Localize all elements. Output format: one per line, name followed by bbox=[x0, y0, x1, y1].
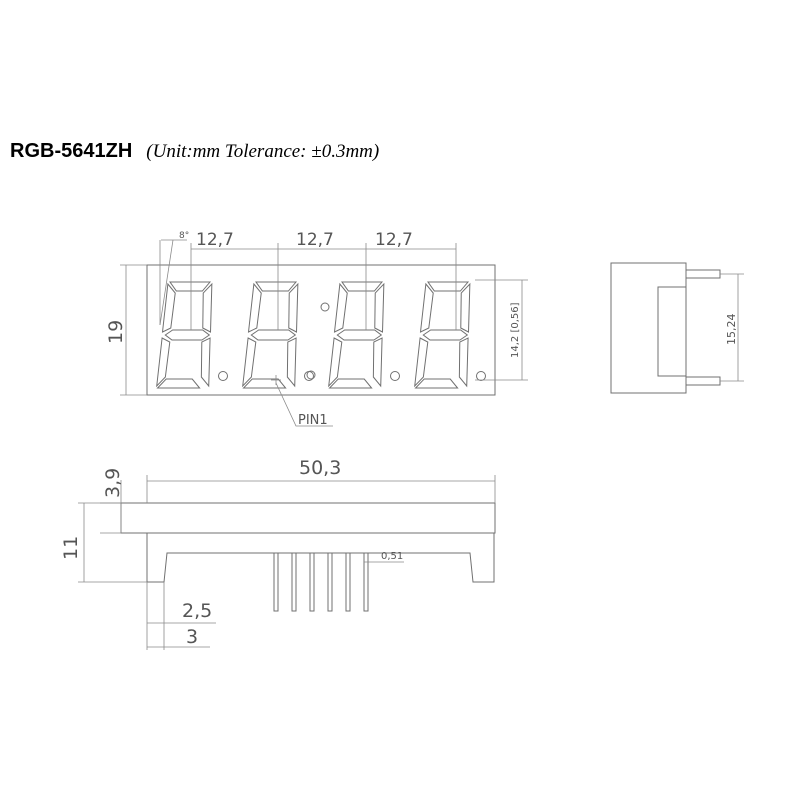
side-pin-top bbox=[685, 269, 721, 279]
colon-dot-upper bbox=[320, 302, 330, 312]
body-profile bbox=[146, 533, 495, 583]
part-number: RGB-5641ZH bbox=[10, 140, 133, 162]
segment-a bbox=[341, 281, 384, 292]
height-label: 19 bbox=[105, 320, 127, 344]
segment-a bbox=[427, 281, 470, 292]
segment-d bbox=[414, 378, 459, 389]
segment-f bbox=[247, 282, 262, 333]
pin-group bbox=[273, 552, 369, 612]
colon-dot-lower bbox=[306, 370, 316, 380]
segment-b bbox=[202, 282, 213, 333]
pin-1 bbox=[273, 552, 279, 612]
unit-note: (Unit:mm Tolerance: ±0.3mm) bbox=[146, 141, 380, 162]
segment-g bbox=[164, 329, 211, 341]
pin1-leader bbox=[275, 382, 333, 427]
pin-5 bbox=[345, 552, 351, 612]
offset-label-2: 3 bbox=[186, 626, 198, 648]
decimal-point-1 bbox=[218, 371, 228, 381]
digit-group bbox=[156, 281, 486, 389]
side-view: 15,24 bbox=[610, 262, 744, 394]
pin-row-spacing-label: 15,24 bbox=[725, 314, 738, 346]
side-pin-bottom bbox=[685, 376, 721, 386]
angle-slant-ref bbox=[159, 239, 174, 326]
thickness-label: 3,9 bbox=[102, 468, 124, 498]
segment-g bbox=[422, 329, 469, 341]
total-height-label: 11 bbox=[60, 536, 82, 560]
pin-4 bbox=[327, 552, 333, 612]
segment-c bbox=[372, 337, 383, 388]
segment-f bbox=[419, 282, 434, 333]
digit-3 bbox=[328, 281, 385, 389]
pin-width-label: 0,51 bbox=[381, 551, 403, 562]
segment-d bbox=[156, 378, 201, 389]
segment-e bbox=[242, 337, 257, 388]
title-row: RGB-5641ZH (Unit:mm Tolerance: ±0.3mm) bbox=[10, 140, 379, 163]
bottom-view: 50,3 3,9 11 0,51 2,5 3 bbox=[60, 457, 496, 650]
pin-3 bbox=[309, 552, 315, 612]
digit-2 bbox=[242, 281, 299, 389]
segment-a bbox=[255, 281, 298, 292]
decimal-point-4 bbox=[476, 371, 486, 381]
segment-e bbox=[156, 337, 171, 388]
angle-label: 8° bbox=[179, 231, 189, 241]
display-body-outline bbox=[146, 264, 496, 396]
segment-g bbox=[250, 329, 297, 341]
segment-f bbox=[333, 282, 348, 333]
pitch-label-3: 12,7 bbox=[375, 230, 413, 250]
decimal-point-3 bbox=[390, 371, 400, 381]
front-view: 12,7 12,7 12,7 8° 19 14,2 [0,56] PIN1 bbox=[105, 230, 528, 428]
segment-b bbox=[460, 282, 471, 333]
segment-d bbox=[242, 378, 287, 389]
segment-c bbox=[286, 337, 297, 388]
segment-e bbox=[414, 337, 429, 388]
segment-b bbox=[374, 282, 385, 333]
pin1-label: PIN1 bbox=[298, 413, 328, 428]
offset-label-1: 2,5 bbox=[182, 600, 212, 622]
pitch-label-2: 12,7 bbox=[296, 230, 334, 250]
side-recess bbox=[657, 263, 687, 393]
side-body-outline bbox=[610, 262, 687, 394]
length-label: 50,3 bbox=[299, 457, 341, 479]
segment-b bbox=[288, 282, 299, 333]
segment-g bbox=[336, 329, 383, 341]
digit-1 bbox=[156, 281, 213, 389]
segment-d bbox=[328, 378, 373, 389]
digit-height-label: 14,2 [0,56] bbox=[510, 302, 521, 358]
segment-c bbox=[458, 337, 469, 388]
segment-e bbox=[328, 337, 343, 388]
segment-c bbox=[200, 337, 211, 388]
segment-f bbox=[161, 282, 176, 333]
segment-a bbox=[169, 281, 212, 292]
pin-2 bbox=[291, 552, 297, 612]
top-plate bbox=[120, 502, 496, 534]
digit-4 bbox=[414, 281, 471, 389]
pitch-label-1: 12,7 bbox=[196, 230, 234, 250]
pin-6 bbox=[363, 552, 369, 612]
